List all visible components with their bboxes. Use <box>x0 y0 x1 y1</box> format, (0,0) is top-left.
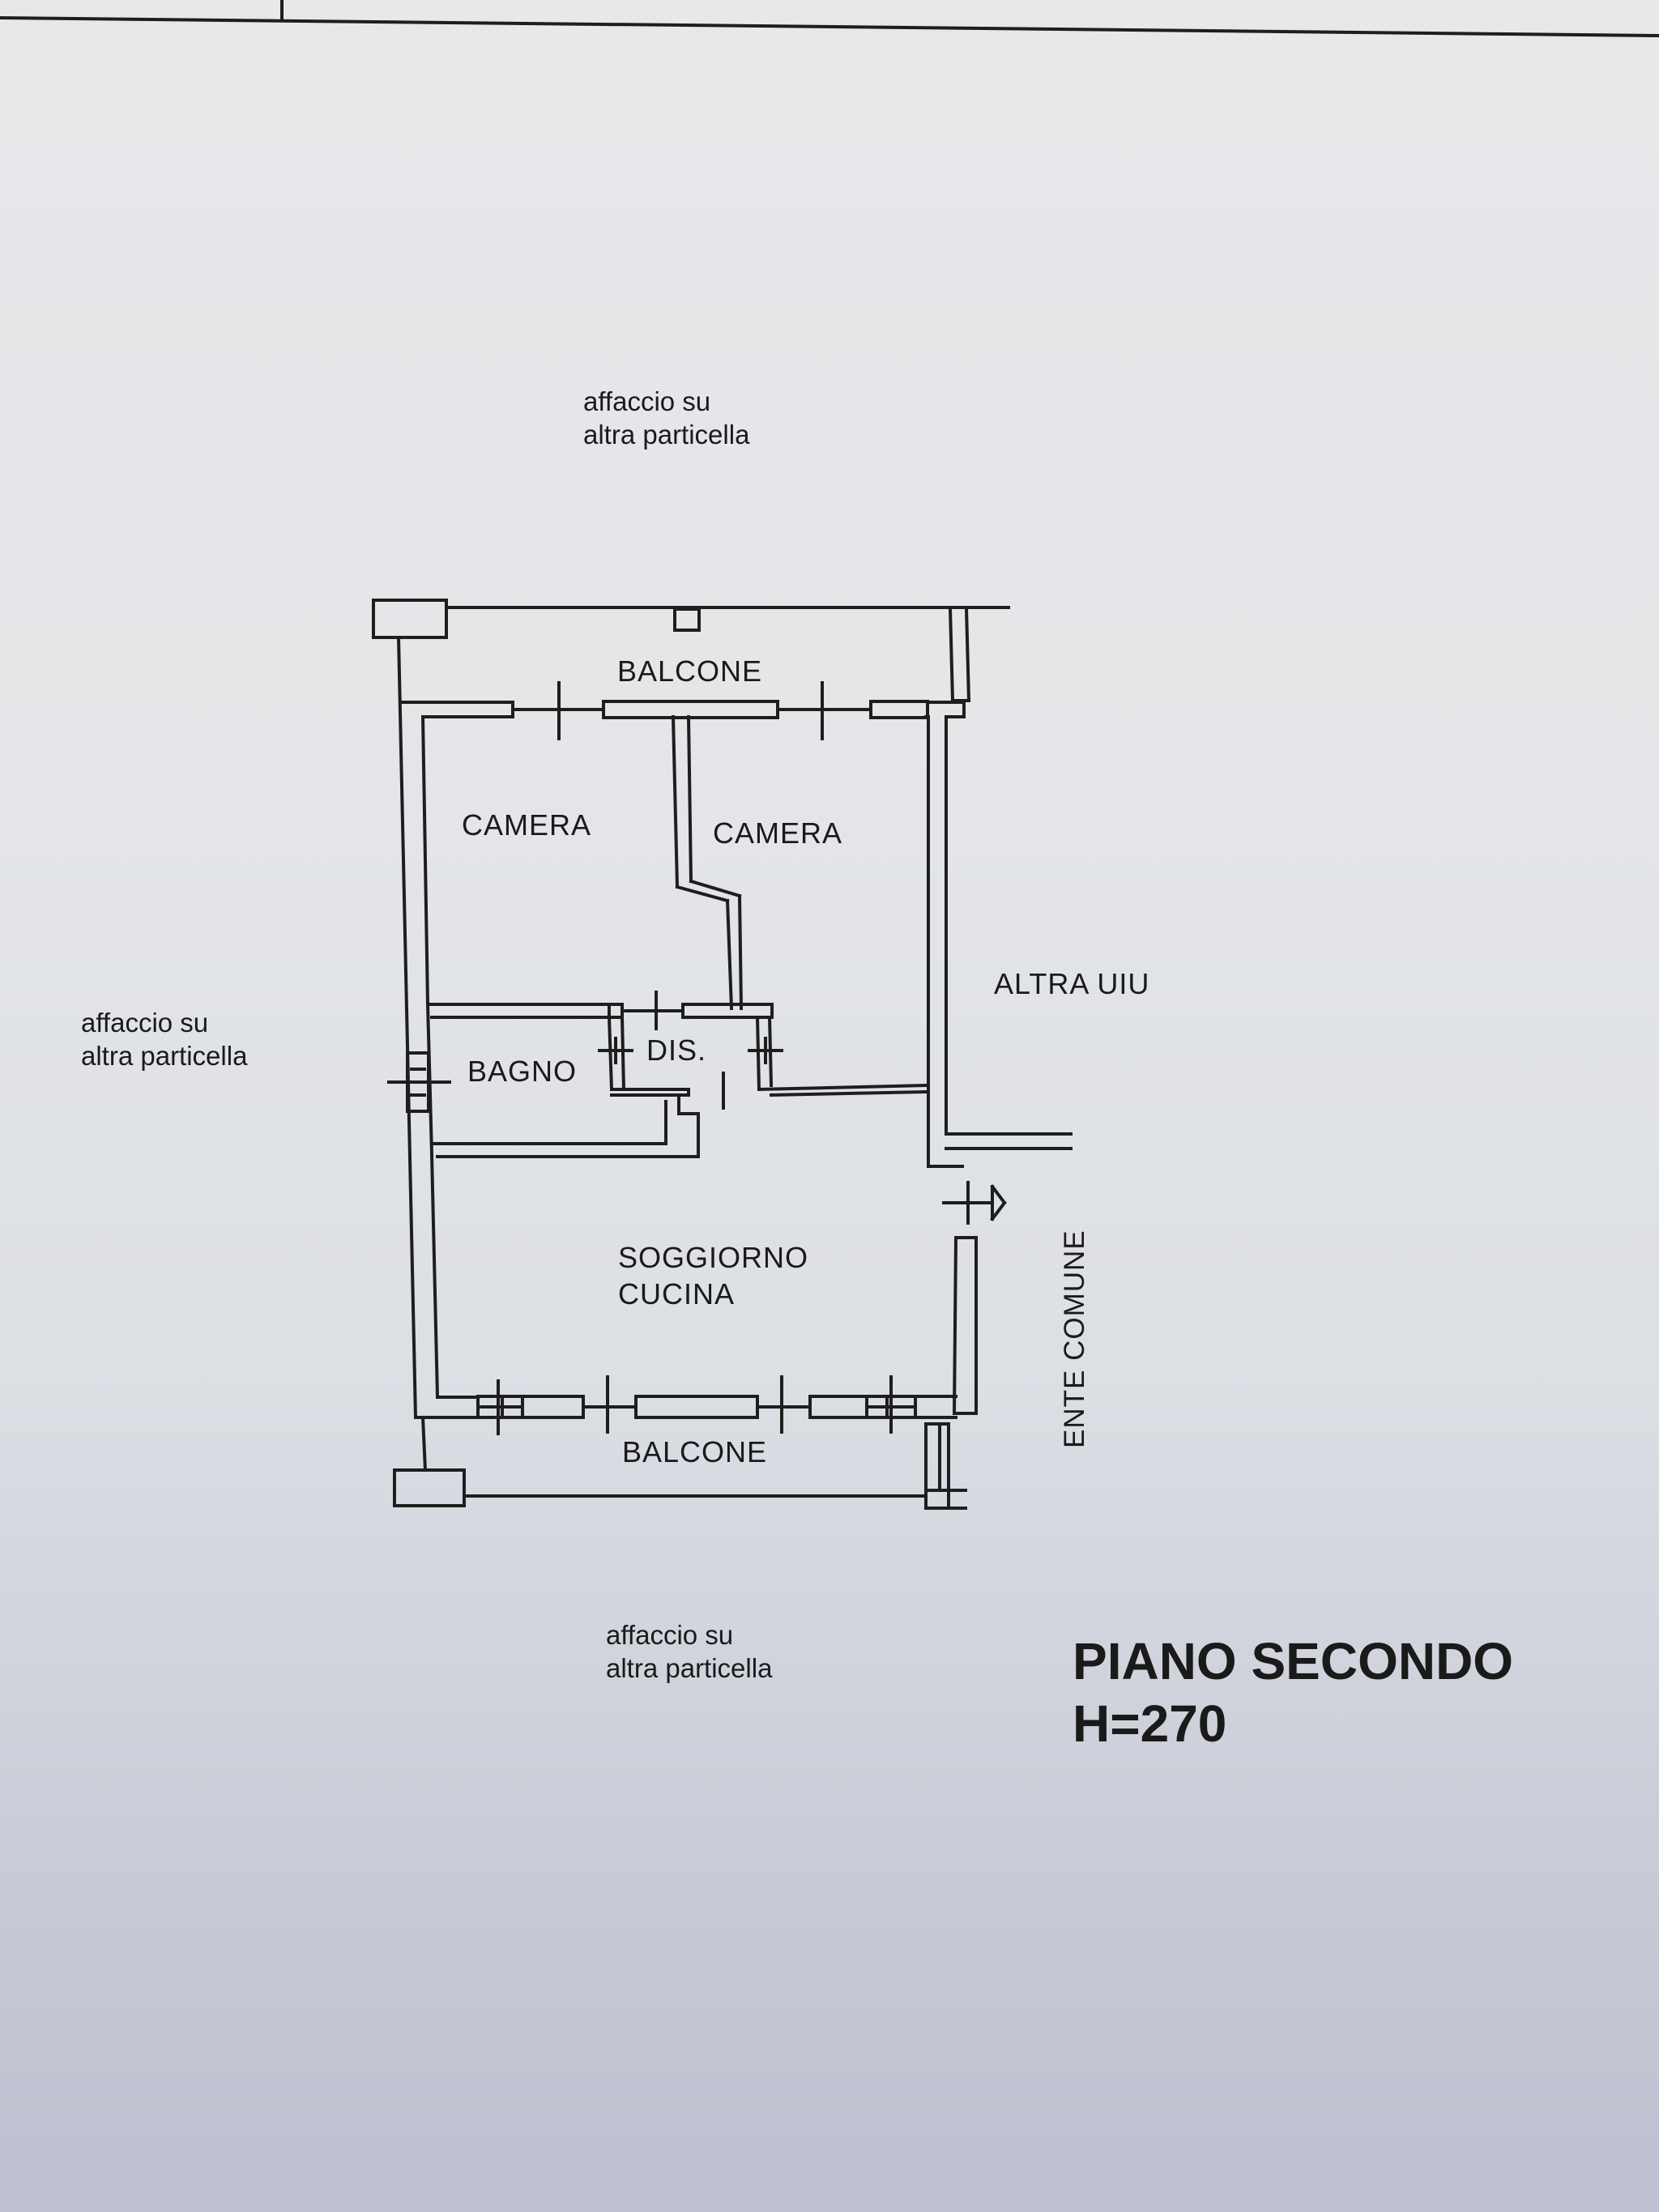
soggiorno-east-wall-a <box>952 1235 958 1416</box>
camera-partition-a <box>671 714 680 889</box>
room-label-bagno: BAGNO <box>467 1055 578 1088</box>
room-label-camera-1: CAMERA <box>462 808 592 842</box>
west-wall-inner-a <box>420 714 430 1007</box>
neighbor-bottom-line-2: altra particella <box>606 1653 773 1684</box>
room-label-soggiorno-cucina: SOGGIORNO CUCINA <box>618 1239 808 1312</box>
east-shaft-right <box>964 607 971 703</box>
dis-door-frame-left <box>608 1003 624 1019</box>
floor-title-block: PIANO SECONDO H=270 <box>1073 1630 1513 1755</box>
room-label-soggiorno: SOGGIORNO <box>618 1241 809 1274</box>
west-wall-outer <box>396 635 418 1420</box>
neighbor-bottom-line-1: affaccio su <box>606 1620 734 1650</box>
neighbor-left-line-1: affaccio su <box>81 1008 209 1038</box>
floor-title: PIANO SECONDO <box>1073 1632 1514 1690</box>
header-border-line <box>0 15 1659 38</box>
balcony-bottom-left-post <box>420 1415 428 1473</box>
balcony-column-top-left <box>372 599 448 639</box>
west-wall-inner-b <box>429 1152 440 1400</box>
balcony-bottom-right-pier <box>924 1422 950 1510</box>
room-label-balcone-bottom: BALCONE <box>622 1435 768 1468</box>
camera-partition-b <box>686 714 693 884</box>
neighbor-label-left: affaccio su altra particella <box>81 1006 247 1073</box>
room-label-ente-comune: ENTE COMUNE <box>1059 1230 1090 1448</box>
neighbor-top-line-1: affaccio su <box>583 386 711 416</box>
room-label-cucina: CUCINA <box>618 1277 736 1311</box>
room-label-balcone-top: BALCONE <box>617 654 763 688</box>
neighbor-top-line-2: altra particella <box>583 420 750 450</box>
south-window-2 <box>634 1395 759 1419</box>
floor-height: H=270 <box>1073 1694 1227 1753</box>
dis-east-wall <box>755 1015 761 1092</box>
dis-west-wall-b <box>620 1015 626 1092</box>
north-window-1 <box>602 700 779 719</box>
balcony-column-bottom-left <box>393 1468 466 1507</box>
north-window-2 <box>869 700 929 719</box>
dis-west-wall <box>607 1015 614 1092</box>
neighbor-label-bottom: affaccio su altra particella <box>606 1618 772 1686</box>
room-label-altra-uiu: ALTRA UIU <box>994 967 1150 1000</box>
neighbor-label-top: affaccio su altra particella <box>583 385 749 452</box>
east-shaft-left <box>948 607 955 703</box>
room-label-dis: DIS. <box>646 1034 707 1067</box>
room-label-camera-2: CAMERA <box>713 816 843 850</box>
balcony-drain-top <box>673 607 701 632</box>
dis-door-frame-right <box>681 1003 774 1019</box>
neighbor-left-line-2: altra particella <box>81 1041 248 1072</box>
